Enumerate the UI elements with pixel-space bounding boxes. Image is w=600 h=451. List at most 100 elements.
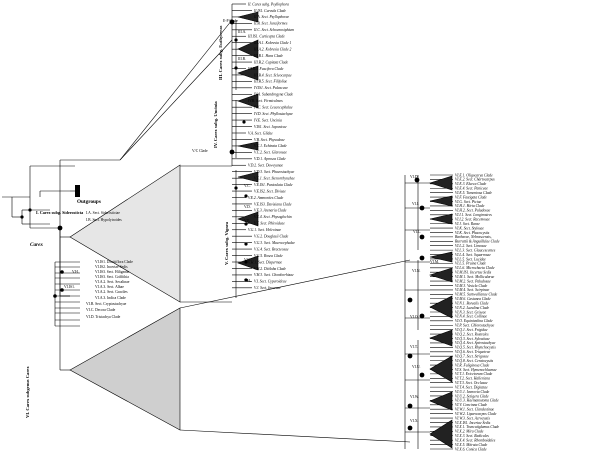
middle-clade-wedge <box>237 65 259 81</box>
middle-clade-wedge <box>237 11 259 23</box>
vi-x-node <box>407 425 413 431</box>
middle-taxon-label: V.C.2. Sect. Glareosae <box>254 151 287 155</box>
support-node <box>244 260 248 264</box>
support-nodes <box>20 19 425 431</box>
support-node <box>244 222 248 226</box>
right-taxon-label: VI.N.2. Luzulina Clade <box>455 306 489 310</box>
right-taxon-label: VI.X.IS1. Incertae Sedis <box>455 421 491 425</box>
right-taxon-label: VI.T.2. Sect. Halleriana <box>455 377 490 381</box>
support-node <box>60 288 64 292</box>
middle-taxon-label: II.IS1. Curvula Clade <box>253 9 286 13</box>
left-taxon-label: VI.A.2. Sect. Secalinae <box>95 280 130 284</box>
middle-taxon-label: IV.C. Sect. Leucocephalae <box>253 106 293 110</box>
middle-taxon-label: II. Carex subg. Psyllophora <box>247 2 289 6</box>
carex-crown-node <box>57 225 63 231</box>
right-taxon-label: VI.X.6. Conica Clade <box>455 447 487 451</box>
branch <box>179 429 411 443</box>
vi-t-node <box>407 353 413 359</box>
middle-taxon-label: V.J. Sect. Inversae <box>254 286 281 290</box>
middle-taxon-label: III.B.3. Fuscifera Clade <box>247 67 284 71</box>
right-taxon-label: VI.M.4. Sect. Scirpinae <box>455 288 490 292</box>
right-taxon-label: VI.E.3. Elueca Clade <box>455 182 487 186</box>
right-node-label: VI.W. <box>410 395 419 399</box>
right-clade-wedge <box>429 267 453 283</box>
support-node <box>20 215 24 219</box>
right-clade-wedge <box>429 175 453 191</box>
middle-taxon-label: III.B.4. Sect. Scleocarpae <box>253 73 292 77</box>
middle-clade-wedge <box>237 255 259 271</box>
middle-taxon-label: V.H.3. Sect. Chordorrhizae <box>254 273 294 277</box>
outgroups-label: Outgroups <box>77 199 101 205</box>
right-taxon-label: VI.T.3. Sect. Occlusae <box>455 381 488 385</box>
right-taxon-label: VI.U.2. Setigera Clade <box>455 394 489 398</box>
middle-taxon-label: V.I. Sect. Cyperoideae <box>254 280 287 284</box>
vc-node <box>229 149 235 155</box>
right-taxon-label: VI.T.1. Ericetorum Clade <box>455 372 493 376</box>
node-label-iii-a: III.A. <box>238 30 246 34</box>
right-taxon-label: VI.Q.3. Sect. Sylvaticae <box>455 337 490 341</box>
vi-o-node <box>419 313 425 319</box>
node-label-vi-a: VI.IS1. <box>64 285 75 289</box>
left-taxon-label: I.A. Sect. Siderostictae <box>86 211 120 215</box>
support-node <box>244 278 248 282</box>
subgenus-vignea-vertical: V. Carex subg. Vignea <box>224 221 229 265</box>
right-taxon-label: VI.Q.4. Sect. Spirostachyae <box>455 341 496 345</box>
middle-taxon-label: III.B.5. Sect. Filifoliae <box>253 80 288 84</box>
middle-taxon-label: IV.A. Subandrogyna Clade <box>253 93 293 97</box>
right-clade-wedge <box>429 355 453 383</box>
support-node <box>60 270 64 274</box>
left-taxon-label: VI.IS1. Dissitiflora Clade <box>95 260 133 264</box>
left-taxon-label: VI.D. Tristachya Clade <box>86 315 121 319</box>
right-node-label: VI.D. <box>410 175 418 179</box>
middle-taxon-label: V.IS1. Sect. Japonicae <box>254 125 287 129</box>
right-taxon-label: VI.M.IS1. Incertae Sedis <box>455 271 492 275</box>
left-taxon-label: VI.B. Sect. Cryptostachyae <box>86 302 127 306</box>
vi-w-node <box>407 403 413 409</box>
support-node <box>234 38 238 42</box>
right-taxon-label: VI.K. Sect. Stylosae <box>455 226 484 230</box>
left-taxon-label: VI.IS3. Sect. Griffithia <box>95 275 129 279</box>
right-node-label: VI.U. <box>412 365 420 369</box>
right-taxon-label: VI.I.2. Sect. Racemosae <box>455 217 490 221</box>
branch <box>119 39 233 161</box>
carex-core-collapsed-wedge <box>69 307 181 431</box>
right-taxon-label: VI.Q.6. Sect. Triquetrae <box>455 350 491 354</box>
right-taxon-label: VI.Q.2. Sect. Rostrales <box>455 332 489 336</box>
right-taxon-label: VI.I.1. Sect. Longirostres <box>455 213 492 217</box>
right-taxon-label: VI.E.1. Oligocarya Clade <box>455 173 493 177</box>
right-taxon-label: VI.X.4. Sect. Rhomboidales <box>455 438 496 442</box>
right-taxon-label: VI.M.2. Sect. Paludosae <box>455 279 491 283</box>
right-clade-wedge <box>429 195 453 207</box>
vi-l2-node <box>419 255 425 261</box>
middle-taxon-label: V.E.IS2. Sect. Divisae <box>254 189 286 193</box>
left-taxon-label: VI.A.2. Sect. Graciles <box>95 290 128 294</box>
right-taxon-label: VI.L.5. Pruina Clade <box>455 262 486 266</box>
node-label-iii-b: III.B. <box>238 57 246 61</box>
support-node <box>244 242 248 246</box>
support-node <box>53 294 57 298</box>
right-taxon-label: VI.N.1. Borealis Clade <box>455 301 489 305</box>
ep-node <box>229 19 235 25</box>
right-taxon-label: VI.W.1. Sect. Clandestinae <box>455 408 495 412</box>
node-label-v-d: V.D. <box>244 205 251 209</box>
right-taxon-label: VI.W.2. Liparocarpos Clade <box>455 412 497 416</box>
vignea-collapsed-wedge <box>69 164 181 303</box>
middle-taxon-label: III.B.2. Capitata Clade <box>253 60 288 64</box>
middle-taxon-label: V.G.3. Sect. Macrocephalae <box>254 241 295 245</box>
middle-taxon-label: IV.IS1. Sect. Paleaceae <box>253 86 288 90</box>
middle-taxon-label: V.A. Sect. Glidae <box>248 131 273 135</box>
vi-d-node <box>419 205 425 211</box>
outgroup-bar <box>75 185 80 197</box>
right-taxon-label: VI.L.6. Microchaeta Clade <box>455 266 495 270</box>
vi-f-node <box>414 177 420 183</box>
vi-n-node <box>407 297 413 303</box>
middle-taxon-label: II.C. Sect. Schoenoxiphium <box>253 28 294 32</box>
right-clade-wedge <box>429 419 453 449</box>
middle-taxon-label: V.D.1. Aprosea Clade <box>254 157 286 161</box>
right-taxon-label: VI.H.1. Hirta Clade <box>455 204 485 208</box>
support-node <box>28 208 32 212</box>
middle-taxon-label: III.IS1. Curticepta Clade <box>247 35 285 39</box>
collapsed-clade-wedges <box>69 11 453 449</box>
right-taxon-label: VI.F. Fastigata Clade <box>455 195 487 199</box>
